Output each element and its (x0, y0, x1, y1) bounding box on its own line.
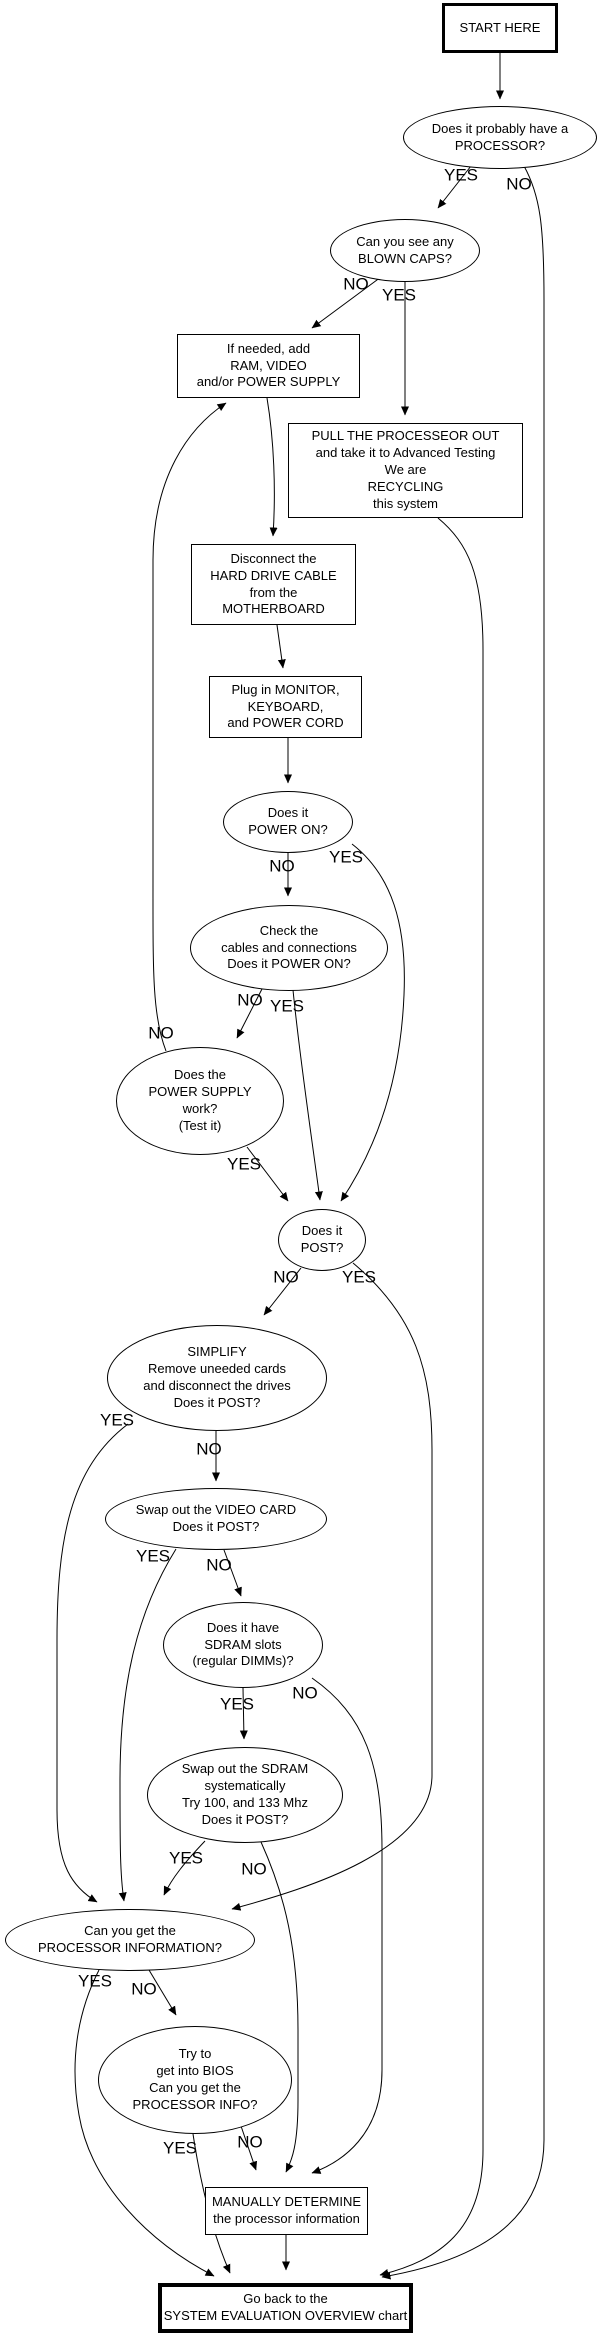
edge-label-blown-caps-no: NO (343, 274, 369, 294)
node-check-cables: Check the cables and connections Does it… (190, 905, 388, 991)
edge-pull-processor-to-go-back (379, 517, 484, 2277)
edge-label-power-on-no: NO (269, 856, 295, 876)
edge-label-simplify-no: NO (196, 1439, 222, 1459)
edge-label-post-yes: YES (341, 1267, 377, 1287)
edge-check-cables-yes (292, 989, 323, 1201)
edge-label-simplify-yes: YES (99, 1410, 135, 1430)
node-swap-sdram: Swap out the SDRAM systematically Try 10… (147, 1747, 343, 1843)
edge-label-has-processor-yes: YES (443, 165, 479, 185)
edge-has-processor-yes (437, 165, 472, 209)
edge-label-video-card-no: NO (206, 1555, 232, 1575)
edge-has-processor-no (381, 165, 545, 2280)
node-start: START HERE (442, 3, 558, 53)
edge-label-bios-no: NO (237, 2132, 263, 2152)
node-simplify: SIMPLIFY Remove uneeded cards and discon… (107, 1325, 327, 1431)
edge-processor-info-yes (74, 1969, 215, 2277)
edge-label-sdram-slots-yes: YES (219, 1694, 255, 1714)
node-go-back: Go back to the SYSTEM EVALUATION OVERVIE… (158, 2283, 413, 2333)
edge-swap-sdram-yes (163, 1840, 206, 1896)
edge-sdram-slots-no (311, 1677, 383, 2174)
edge-label-blown-caps-yes: YES (381, 285, 417, 305)
edge-blown-caps-no (311, 276, 382, 329)
edge-label-power-supply-no: NO (148, 1023, 174, 1043)
edge-power-supply-yes (246, 1146, 289, 1202)
node-add-parts: If needed, add RAM, VIDEO and/or POWER S… (177, 334, 360, 398)
edge-label-has-processor-no: NO (506, 174, 532, 194)
edge-label-power-supply-yes: YES (226, 1154, 262, 1174)
node-video-card: Swap out the VIDEO CARD Does it POST? (105, 1488, 327, 1550)
node-processor-info: Can you get the PROCESSOR INFORMATION? (5, 1909, 255, 1971)
edge-label-processor-info-no: NO (131, 1979, 157, 1999)
node-has-processor: Does it probably have a PROCESSOR? (403, 106, 597, 169)
node-blown-caps: Can you see any BLOWN CAPS? (330, 219, 480, 282)
edge-add-parts-to-disconnect (266, 397, 278, 537)
edge-label-check-cables-no: NO (237, 990, 263, 1010)
edge-post-yes (231, 1262, 433, 1911)
edge-check-cables-no (236, 986, 264, 1039)
node-bios: Try to get into BIOS Can you get the PRO… (98, 2026, 292, 2134)
node-disconnect-hdd: Disconnect the HARD DRIVE CABLE from the… (191, 544, 356, 625)
edge-label-video-card-yes: YES (135, 1546, 171, 1566)
edge-simplify-yes (56, 1423, 129, 1903)
edge-video-card-yes (118, 1548, 177, 1902)
edge-disconnect-to-plug-in (276, 624, 286, 669)
edge-power-supply-no (152, 402, 227, 1052)
edge-label-processor-info-yes: YES (77, 1971, 113, 1991)
edge-bios-no (240, 2125, 258, 2171)
edge-post-no (263, 1267, 302, 1316)
node-power-supply: Does the POWER SUPPLY work? (Test it) (116, 1047, 284, 1155)
edge-label-check-cables-yes: YES (269, 996, 305, 1016)
edge-swap-sdram-no (260, 1841, 299, 2173)
edge-processor-info-no (148, 1969, 177, 2016)
edge-label-swap-sdram-yes: YES (168, 1848, 204, 1868)
node-pull-processor: PULL THE PROCESSEOR OUT and take it to A… (288, 423, 523, 518)
edge-label-power-on-yes: YES (328, 847, 364, 867)
node-post: Does it POST? (278, 1209, 366, 1271)
edge-sdram-slots-yes (239, 1687, 248, 1740)
edge-label-sdram-slots-no: NO (292, 1683, 318, 1703)
node-power-on: Does it POWER ON? (223, 791, 353, 853)
node-plug-in: Plug in MONITOR, KEYBOARD, and POWER COR… (209, 676, 362, 738)
edge-label-post-no: NO (273, 1267, 299, 1287)
edge-video-card-no (223, 1549, 242, 1597)
edge-label-swap-sdram-no: NO (241, 1859, 267, 1879)
edge-power-on-yes (340, 843, 405, 1202)
edge-label-bios-yes: YES (162, 2138, 198, 2158)
node-sdram-slots: Does it have SDRAM slots (regular DIMMs)… (163, 1602, 323, 1688)
node-manual-determine: MANUALLY DETERMINE the processor informa… (205, 2187, 368, 2235)
